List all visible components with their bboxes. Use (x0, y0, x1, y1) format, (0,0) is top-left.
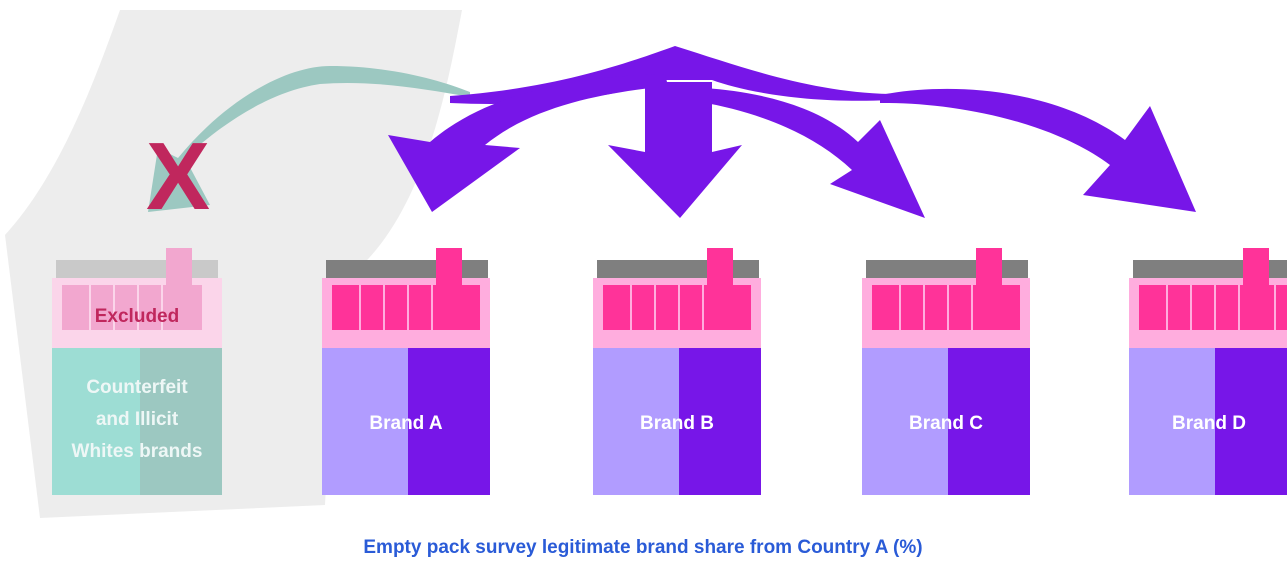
pack-body-right (140, 348, 222, 495)
pack-raised-cigarette (166, 248, 192, 335)
arrow-to-brand-c (700, 88, 925, 218)
pack-raised-cigarette (436, 248, 462, 335)
excluded-desc-line-1: Counterfeit (86, 377, 188, 398)
arrow-to-brand-d (880, 88, 1196, 212)
brand-pack-c: Brand C (862, 248, 1030, 495)
brand-c-label: Brand C (909, 413, 983, 434)
brand-pack-a: Brand A (322, 248, 490, 495)
brand-pack-d: Brand D (1129, 248, 1287, 495)
arrow-to-brand-a (388, 74, 668, 212)
arrow-to-brand-b (608, 82, 742, 218)
brand-b-label: Brand B (640, 413, 714, 434)
diagram-caption: Empty pack survey legitimate brand share… (363, 537, 922, 558)
pack-lid (56, 260, 218, 280)
pack-raised-cigarette (1243, 248, 1269, 335)
pack-raised-cigarette (976, 248, 1002, 335)
excluded-desc-line-3: Whites brands (72, 441, 203, 462)
excluded-cross-icon: X (146, 123, 210, 230)
brand-pack-b: Brand B (593, 248, 761, 495)
arrow-to-excluded (148, 66, 470, 212)
excluded-desc-line-2: and Illicit (96, 409, 179, 430)
excluded-label: Excluded (95, 306, 179, 327)
brand-a-label: Brand A (369, 413, 442, 434)
excluded-pack: Excluded Counterfeit and Illicit Whites … (52, 248, 222, 495)
brand-flow-arrows (388, 46, 1196, 218)
brand-d-label: Brand D (1172, 413, 1246, 434)
pack-raised-cigarette (707, 248, 733, 335)
pack-body-left (52, 348, 140, 495)
